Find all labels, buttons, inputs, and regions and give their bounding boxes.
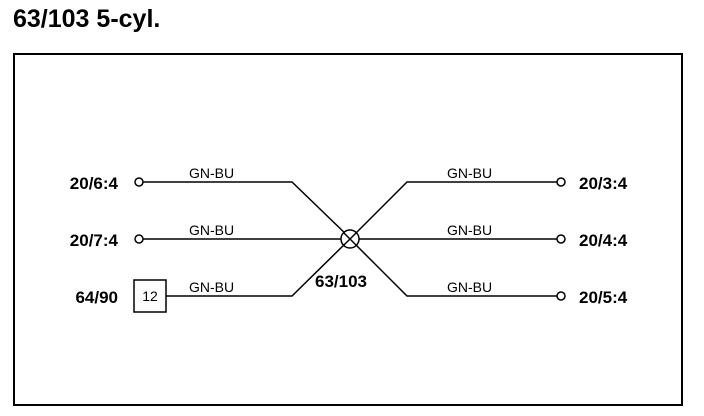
- left-wire-color-1: GN-BU: [189, 165, 234, 181]
- left-wire-color-3: GN-BU: [189, 279, 234, 295]
- right-wire-color-2: GN-BU: [447, 222, 492, 238]
- splice-label: 63/103: [315, 272, 367, 291]
- left-connector-label-3: 64/90: [75, 288, 118, 307]
- left-terminal-1-icon: [134, 177, 144, 187]
- right-wire-color-1: GN-BU: [447, 165, 492, 181]
- left-wire-1: [143, 181, 351, 239]
- right-wire-3: [349, 238, 557, 297]
- right-wire-color-3: GN-BU: [447, 279, 492, 295]
- left-terminal-2-icon: [134, 234, 144, 244]
- left-connector-label-2: 20/7:4: [70, 231, 119, 250]
- left-connector-3-box: 12: [133, 279, 167, 313]
- right-terminal-2-icon: [556, 234, 566, 244]
- diagram-border: [13, 53, 683, 406]
- right-wire-1: [349, 181, 557, 240]
- left-wire-color-2: GN-BU: [189, 222, 234, 238]
- right-connector-label-1: 20/3:4: [579, 174, 628, 193]
- right-connector-label-3: 20/5:4: [579, 288, 628, 307]
- right-connector-label-2: 20/4:4: [579, 231, 628, 250]
- right-terminal-1-icon: [556, 177, 566, 187]
- diagram-title: 63/103 5-cyl.: [13, 5, 161, 33]
- connector-pin-label: 12: [142, 288, 158, 304]
- left-connector-label-1: 20/6:4: [70, 174, 119, 193]
- splice-node-icon: [340, 229, 360, 249]
- right-terminal-3-icon: [556, 291, 566, 301]
- left-wire-3: [166, 238, 351, 297]
